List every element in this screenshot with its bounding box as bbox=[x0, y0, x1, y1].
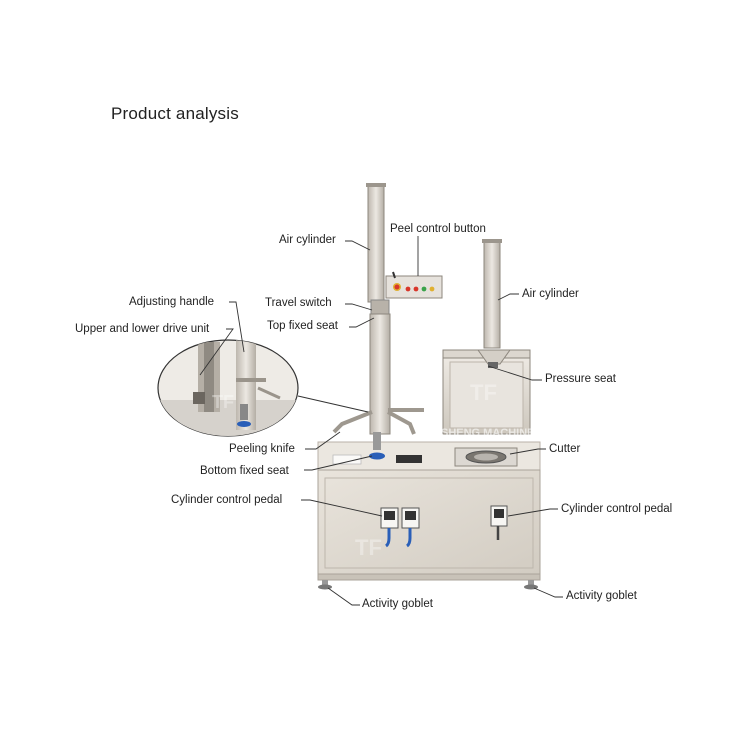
watermark-text: SHENG MACHINERY bbox=[441, 427, 550, 439]
label-upper-lower-drive-unit: Upper and lower drive unit bbox=[75, 323, 210, 335]
label-bottom-fixed-seat: Bottom fixed seat bbox=[200, 465, 289, 477]
label-top-fixed-seat: Top fixed seat bbox=[267, 320, 338, 332]
label-peel-control-button: Peel control button bbox=[390, 223, 486, 235]
label-cutter: Cutter bbox=[549, 443, 581, 455]
peeling-column bbox=[332, 183, 443, 460]
svg-text:TF: TF bbox=[212, 392, 234, 412]
label-travel-switch: Travel switch bbox=[265, 297, 332, 309]
label-pressure-seat: Pressure seat bbox=[545, 373, 616, 385]
svg-text:TF: TF bbox=[470, 380, 497, 405]
label-air-cylinder-left: Air cylinder bbox=[279, 234, 336, 246]
label-adjusting-handle: Adjusting handle bbox=[129, 296, 215, 308]
right-pedal-unit bbox=[490, 505, 508, 540]
svg-text:TF: TF bbox=[355, 535, 382, 560]
page-title: Product analysis bbox=[111, 104, 239, 123]
watermark-text: SHENG MACHINERY bbox=[337, 578, 455, 592]
watermark-logos: TF TF TF bbox=[212, 380, 497, 560]
label-peeling-knife: Peeling knife bbox=[229, 443, 295, 455]
label-cylinder-control-pedal-right: Cylinder control pedal bbox=[561, 503, 673, 515]
label-activity-goblet-right: Activity goblet bbox=[566, 590, 637, 602]
leader-lines bbox=[199, 236, 563, 606]
detail-zoom-bubble bbox=[157, 339, 369, 437]
label-air-cylinder-right: Air cylinder bbox=[522, 288, 579, 300]
label-cylinder-control-pedal-left: Cylinder control pedal bbox=[171, 494, 283, 506]
left-pedal-units bbox=[380, 507, 420, 548]
label-activity-goblet-left: Activity goblet bbox=[362, 598, 433, 610]
